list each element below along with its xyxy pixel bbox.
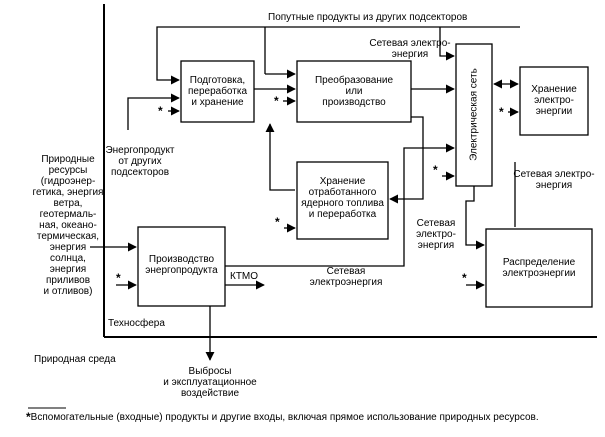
arrow-conv-spent: [389, 116, 424, 204]
box-spent-line-4: и переработка: [308, 209, 377, 220]
label-net-right-line-1: Сетевая электро-: [513, 169, 595, 180]
star-store: *: [499, 105, 504, 119]
arrow-energy-product: [127, 93, 180, 130]
box-store-e: [519, 66, 589, 136]
box-prep-text: Подготовка, переработка и хранение: [181, 75, 254, 108]
box-store-e-line-2: электро-: [534, 95, 574, 106]
arrow-byproducts-to-prep: [156, 26, 520, 85]
box-store-e-line-1: Хранение: [531, 84, 577, 95]
label-net-right: Сетевая электро- энергия: [508, 169, 600, 191]
label-nr-line-10: солнца,: [50, 253, 86, 264]
star-spent: *: [275, 215, 280, 229]
box-prod: [137, 226, 226, 307]
box-store-e-line-3: энергии: [535, 106, 573, 117]
box-dist-line-1: Распределение: [502, 257, 576, 268]
label-ktmo: КТМО: [230, 271, 259, 282]
box-grid: [455, 43, 493, 187]
label-emissions-line-3: воздействие: [180, 388, 240, 399]
box-conv-line-1: Преобразование: [314, 75, 394, 86]
label-net-top-line-1: Сетевая электро-: [369, 38, 451, 49]
label-net-mid-line-1: Сетевая: [416, 218, 456, 229]
box-prep-line-2: переработка: [187, 86, 248, 97]
box-store-e-text: Хранение электро- энергии: [520, 84, 588, 117]
box-prep-line-3: и хранение: [191, 97, 244, 108]
box-dist: [485, 228, 593, 308]
arrow-spent-prep: [265, 123, 295, 191]
label-net-top-line-2: энергия: [391, 49, 429, 60]
label-net-top: Сетевая электро- энергия: [362, 38, 458, 60]
arrow-prod-grid: [225, 143, 455, 267]
box-grid-text: Электрическая сеть: [468, 68, 480, 161]
box-spent-text: Хранение отработанного ядерного топлива …: [297, 176, 388, 220]
footnote-text: Вспомогательные (входные) продукты и дру…: [30, 412, 539, 423]
label-net-right-line-2: энергия: [535, 180, 573, 191]
label-emissions-line-2: и эксплуатационное: [163, 377, 257, 388]
label-net-mid: Сетевая электро- энергия: [406, 218, 466, 251]
label-nr-line-4: гетика, энергия: [32, 187, 104, 198]
label-energy-product-line-2: от других: [118, 156, 162, 167]
box-dist-text: Распределение электроэнергии: [486, 257, 592, 279]
label-net-bottom: Сетевая электроэнергия: [298, 266, 394, 288]
label-byproducts: Попутные продукты из других подсекторов: [268, 12, 468, 23]
box-spent-line-1: Хранение: [319, 176, 366, 187]
label-nr-line-12: приливов: [45, 275, 91, 286]
label-technosphere: Техносфера: [108, 318, 165, 329]
box-conv-line-2: или: [345, 86, 363, 97]
star-conv: *: [274, 94, 279, 108]
star-prod: *: [116, 271, 121, 285]
footnote-mark: *: [26, 410, 31, 424]
label-nr-line-13: и отливов): [43, 286, 93, 297]
box-prod-line-2: энергопродукта: [145, 265, 218, 276]
star-dist: *: [462, 271, 467, 285]
technosphere-boundary: [103, 4, 597, 338]
label-net-mid-line-2: электро-: [416, 229, 456, 240]
label-nr-line-9: энергия: [49, 242, 87, 253]
box-spent: [296, 161, 389, 240]
box-conv-line-3: производство: [322, 97, 386, 108]
label-nr-line-7: ная, океано-: [39, 220, 97, 231]
footnote: *Вспомогательные (входные) продукты и др…: [26, 410, 539, 424]
label-natural-env: Природная среда: [34, 354, 116, 365]
arrow-grid-dist: [465, 186, 485, 250]
label-nr-line-3: (гидроэнер-: [40, 176, 96, 187]
box-dist-line-2: электроэнергии: [502, 268, 576, 279]
box-prep: [180, 60, 255, 123]
box-prep-line-1: Подготовка,: [189, 75, 246, 86]
label-energy-product-line-3: подсекторов: [110, 167, 170, 178]
box-spent-line-3: ядерного топлива: [301, 198, 384, 209]
box-spent-line-2: отработанного: [308, 187, 377, 198]
label-nr-line-5: ветра,: [53, 198, 83, 209]
label-energy-product-line-1: Энергопродукт: [105, 145, 175, 156]
label-net-bottom-line-2: электроэнергия: [309, 277, 383, 288]
box-conv-text: Преобразование или производство: [297, 75, 411, 108]
label-nr-line-1: Природные: [41, 154, 95, 165]
label-net-bottom-line-1: Сетевая: [326, 266, 366, 277]
label-net-mid-line-3: энергия: [417, 240, 455, 251]
box-prod-text: Производство энергопродукта: [138, 254, 225, 276]
label-emissions: Выбросы и эксплуатационное воздействие: [150, 366, 270, 399]
label-nr-line-6: геотермаль-: [39, 209, 97, 220]
label-nr-line-8: термическая,: [36, 231, 100, 242]
label-natural-resources: Природные ресурсы (гидроэнер- гетика, эн…: [30, 154, 106, 297]
box-conv: [296, 60, 412, 123]
arrow-byproducts-to-grid: [439, 27, 455, 61]
label-energy-product: Энергопродукт от других подсекторов: [104, 145, 176, 178]
label-nr-line-11: энергия: [49, 264, 87, 275]
star-grid: *: [433, 163, 438, 177]
label-emissions-line-1: Выбросы: [188, 366, 232, 377]
label-nr-line-2: ресурсы: [48, 165, 88, 176]
star-prep: *: [158, 104, 163, 118]
box-prod-line-1: Производство: [148, 254, 215, 265]
